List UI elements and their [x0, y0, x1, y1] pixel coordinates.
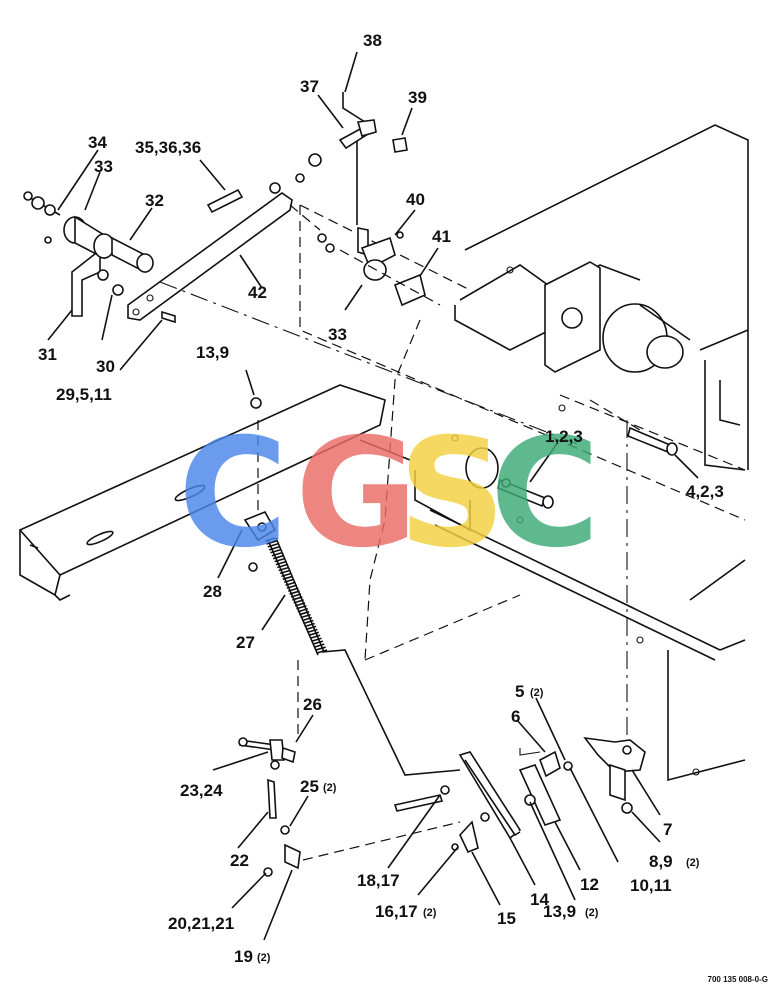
callout-42: 42 — [248, 283, 267, 302]
spring-coil — [286, 584, 298, 589]
callout-labels: 38 37 39 34 33 35,36,36 32 40 41 42 33 3… — [38, 31, 768, 984]
spring-coil — [268, 546, 280, 551]
spring-coil — [278, 566, 289, 572]
watermark-letter-2: G — [295, 407, 418, 581]
watermark-letter-3: S — [398, 407, 506, 581]
spring-coil — [298, 610, 310, 616]
spring-coil — [308, 631, 320, 637]
spring-coil — [311, 637, 322, 642]
callout-8-9: 8,9 — [649, 852, 673, 871]
spring-coil — [272, 554, 284, 560]
spring-assembly — [243, 397, 461, 776]
spring-coil — [279, 569, 291, 575]
spring-coil — [312, 640, 324, 645]
watermark-letter-1: C — [178, 407, 288, 581]
callout-5-qty: (2) — [530, 687, 544, 699]
callout-22: 22 — [230, 851, 249, 870]
watermark-letter-4: C — [490, 407, 600, 581]
callout-18-17: 18,17 — [357, 871, 400, 890]
spring-coil — [305, 625, 317, 631]
callout-1-2-3: 1,2,3 — [545, 427, 583, 446]
callout-38: 38 — [363, 31, 382, 50]
spring-coil — [283, 578, 295, 584]
watermark: C G S C — [178, 407, 600, 581]
callout-40: 40 — [406, 190, 425, 209]
spring-coil — [309, 634, 321, 640]
spring-coil — [281, 572, 292, 578]
callout-16-17-qty: (2) — [423, 907, 437, 919]
spring-coil — [301, 616, 313, 622]
callout-15: 15 — [497, 909, 516, 928]
callout-13-9-qty: (2) — [585, 907, 599, 919]
spring-coils — [264, 537, 328, 654]
callout-35-36-36: 35,36,36 — [135, 138, 201, 157]
callout-34: 34 — [88, 133, 107, 152]
spring-coil — [297, 607, 309, 613]
spring-coil — [267, 543, 278, 548]
cross-member — [18, 384, 411, 601]
callout-39: 39 — [408, 88, 427, 107]
callout-27: 27 — [236, 633, 255, 652]
callout-37: 37 — [300, 77, 319, 96]
callout-8-9-qty: (2) — [686, 857, 700, 869]
callout-41: 41 — [432, 227, 451, 246]
callout-6: 6 — [511, 707, 520, 726]
spring-coil — [293, 599, 304, 604]
upper-linkage — [23, 153, 581, 446]
drawing-code: 700 135 008-0-G — [708, 975, 769, 984]
callout-30: 30 — [96, 357, 115, 376]
leader-lines — [47, 51, 699, 941]
spring-coil — [288, 587, 299, 592]
spring-coil — [292, 596, 303, 601]
spring-coil — [290, 593, 302, 598]
spring-coil — [285, 581, 296, 586]
lower-linkage — [238, 737, 461, 877]
control-rod-assembly — [289, 92, 441, 307]
callout-29-5-11: 29,5,11 — [56, 385, 112, 404]
callout-19-qty: (2) — [257, 952, 271, 964]
callout-25: 25 — [300, 777, 319, 796]
spring-coil — [282, 575, 294, 581]
callout-4-2-3: 4,2,3 — [686, 482, 724, 501]
lower-bracket-assembly — [393, 420, 646, 854]
callout-28: 28 — [203, 582, 222, 601]
spring-coil — [304, 622, 315, 628]
spring-coil — [275, 560, 287, 566]
callout-14: 14 — [530, 890, 549, 909]
callout-33-bottom: 33 — [328, 325, 347, 344]
callout-7: 7 — [663, 820, 672, 839]
spring-coil — [264, 537, 276, 542]
callout-16-17: 16,17 — [375, 902, 418, 921]
callout-33-top: 33 — [94, 157, 113, 176]
spring-coil — [314, 643, 325, 648]
spring-coil — [266, 540, 277, 545]
spring-coil — [315, 646, 326, 651]
callout-12: 12 — [580, 875, 599, 894]
main-frame — [299, 124, 749, 782]
spring-coil — [296, 605, 307, 610]
callout-13-9-bottom: 13,9 — [543, 902, 576, 921]
callout-10-11: 10,11 — [630, 876, 672, 895]
spring-coil — [274, 557, 285, 563]
callout-25-qty: (2) — [323, 782, 337, 794]
spring-coil — [270, 549, 281, 554]
callout-13-9-top: 13,9 — [196, 343, 229, 362]
callout-20-21-21: 20,21,21 — [168, 914, 234, 933]
callout-5: 5 — [515, 682, 524, 701]
spring-coil — [307, 628, 318, 634]
spring-coil — [277, 563, 288, 569]
spring-coil — [289, 590, 300, 595]
spring-coil — [303, 619, 314, 625]
spring-coil — [300, 613, 311, 619]
callout-32: 32 — [145, 191, 164, 210]
bolts-right — [497, 399, 678, 509]
callout-31: 31 — [38, 345, 57, 364]
callout-26: 26 — [303, 695, 322, 714]
spring-coil — [271, 551, 283, 557]
callout-23-24: 23,24 — [180, 781, 223, 800]
spring-coil — [294, 602, 306, 607]
callout-19: 19 — [234, 947, 253, 966]
